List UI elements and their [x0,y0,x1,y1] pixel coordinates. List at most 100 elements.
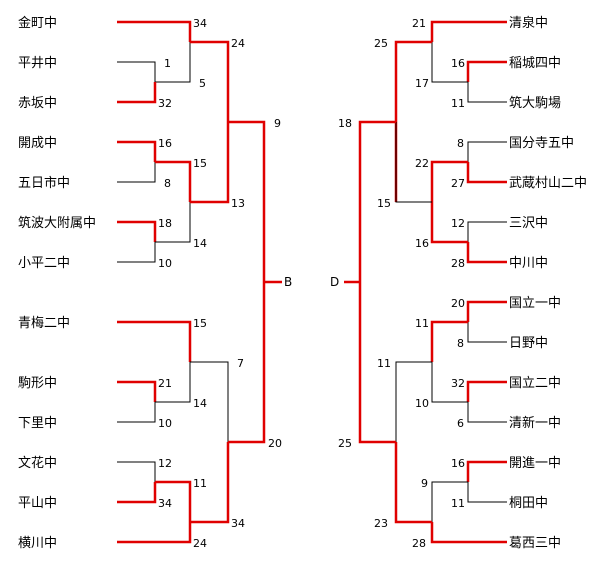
line-bunka [117,461,156,482]
score: 11 [451,97,465,110]
score: 16 [415,237,429,250]
team-name: 文花中 [18,455,57,471]
right-scores: 16 11 8 27 12 28 20 8 32 6 16 11 21 17 2… [338,17,465,550]
team-name: 武蔵村山二中 [509,176,587,191]
line-r2a-r-win [394,40,432,202]
score: 32 [451,377,465,390]
score: 34 [158,497,172,510]
line-r1d-out [155,362,191,403]
team-name: 青梅二中 [18,316,70,331]
line-r2c-out [190,361,229,442]
line-r2a-win [190,40,230,122]
team-name: 稲城四中 [509,56,561,71]
line-komagata [117,380,157,402]
line-r1c-r-win [430,202,468,244]
score: 8 [457,137,464,150]
line-kasai [430,522,507,544]
score: 10 [158,417,172,430]
line-kokubunji [467,141,507,162]
line-tsukuba [117,220,157,242]
final-label-left: B [284,275,292,289]
line-r2d-r-win [394,442,432,524]
line-r1b-win [155,160,192,202]
line-hirai [117,61,156,82]
score: 1 [164,57,171,70]
line-nakagawa [466,242,507,264]
team-name: 日野中 [509,336,548,351]
line-r3b-win [228,282,266,444]
line-kirita [467,482,507,503]
line-kunitachi2 [466,380,507,402]
score: 18 [338,117,352,130]
score: 11 [415,317,429,330]
score: 21 [412,17,426,30]
team-name: 中川中 [509,256,548,271]
team-name: 筑波大附属中 [18,215,96,231]
line-r3b-r-win [358,282,396,444]
line-itsukaichi [117,162,156,183]
score: 10 [415,397,429,410]
score: 32 [158,97,172,110]
score: 18 [158,217,172,230]
line-r1c-out [155,202,191,243]
team-name: 下里中 [18,416,57,431]
line-r1e-r-out [431,362,468,403]
team-name: 国立一中 [509,296,561,311]
line-r2b-win [190,122,230,204]
score: 11 [193,477,207,490]
score: 12 [158,457,172,470]
team-name: 国立二中 [509,376,561,391]
line-akasaka [117,82,157,104]
team-name: 五日市中 [18,175,70,191]
score: 20 [268,437,282,450]
score: 11 [451,497,465,510]
score: 15 [377,197,391,210]
line-kodaira [117,242,156,263]
score: 24 [193,537,207,550]
line-seishin [467,402,507,423]
line-hino [467,322,507,343]
line-r3a-r-win [358,120,396,282]
score: 27 [451,177,465,190]
line-tsukukoma [467,82,507,103]
score: 22 [415,157,429,170]
team-name: 三沢中 [509,216,548,231]
team-name: 金町中 [18,15,57,31]
team-name: 平山中 [18,496,57,511]
left-team-names: 金町中 平井中 赤坂中 開成中 五日市中 筑波大附属中 小平二中 青梅二中 駒形… [18,15,96,551]
team-name: 小平二中 [18,256,70,271]
line-r3a-win [228,120,266,282]
line-r1f-r-out [431,481,468,522]
score: 9 [274,117,281,130]
score: 24 [231,37,245,50]
line-kaishin [466,460,507,482]
line-yokokawa [117,522,192,544]
line-inagi [466,60,507,82]
line-misawa [467,221,507,242]
score: 15 [193,317,207,330]
line-shimosato [117,402,156,423]
line-r2b-r-out [395,122,432,203]
line-musashimurayama [466,162,507,184]
right-bracket-lines [344,20,507,544]
team-name: 清新一中 [509,415,561,431]
team-name: 赤坂中 [18,96,57,111]
line-kunitachi1 [466,300,507,322]
line-kanamachi [117,20,192,42]
score: 15 [193,157,207,170]
score: 9 [421,477,428,490]
score: 21 [158,377,172,390]
team-name: 開進一中 [509,456,561,471]
score: 14 [193,237,207,250]
line-oume [117,320,192,362]
score: 34 [231,517,245,530]
team-name: 平井中 [18,56,57,71]
score: 6 [457,417,464,430]
score: 28 [451,257,465,270]
score: 25 [374,37,388,50]
score: 28 [412,537,426,550]
left-bracket-lines [117,20,282,544]
line-r1a-r-out [431,42,468,83]
